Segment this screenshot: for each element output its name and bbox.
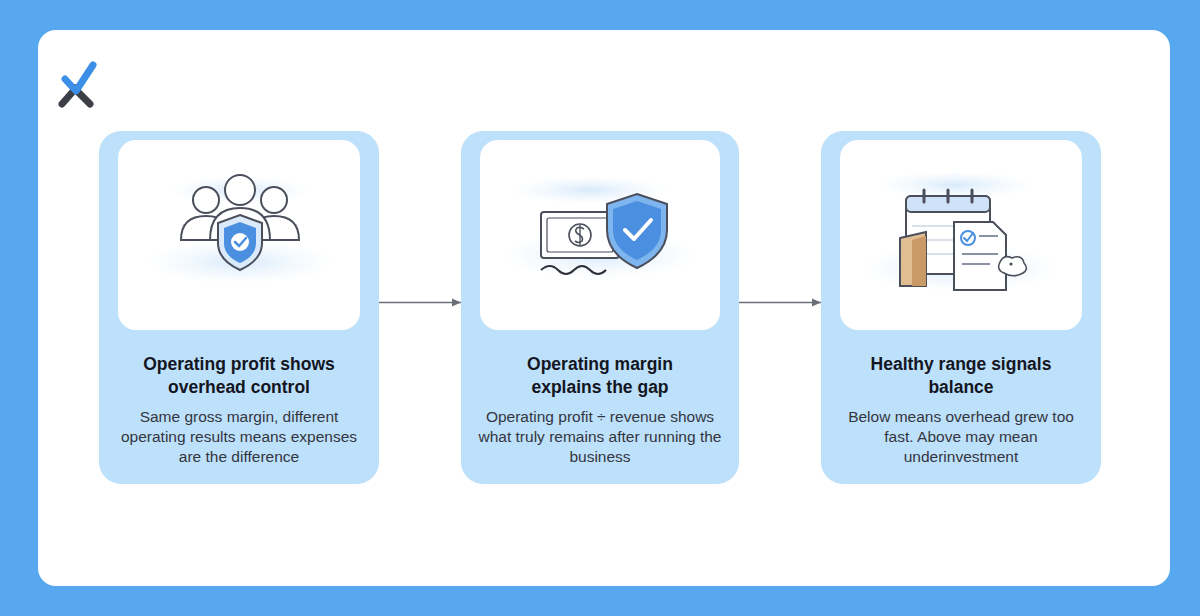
logo-stroke — [74, 88, 90, 104]
person-head — [225, 175, 255, 205]
soft-shadow — [875, 171, 1035, 199]
dollar-sign — [575, 227, 584, 242]
check-mark — [964, 233, 973, 241]
bill-border — [547, 218, 613, 252]
logo-check — [65, 65, 93, 91]
dollar-sign — [579, 225, 580, 245]
person-body — [249, 216, 299, 240]
person-body — [181, 216, 231, 240]
wavy-line — [541, 266, 606, 274]
step-card: Operating margin explains the gapOperati… — [461, 131, 739, 484]
image-panel — [480, 140, 720, 330]
doc-line — [962, 253, 998, 255]
soft-shadow — [500, 231, 700, 279]
bill — [541, 212, 619, 258]
calendar-grid — [912, 226, 984, 254]
card-body: Operating profit ÷ revenue shows what tr… — [475, 407, 725, 467]
coin-circle — [569, 224, 591, 246]
calendar-ring — [923, 190, 926, 202]
folder-door — [900, 232, 926, 286]
check-badge — [231, 233, 249, 251]
cloud-dot — [1009, 262, 1012, 265]
flow-arrow — [379, 302, 461, 304]
step-card: Healthy range signals balanceBelow means… — [821, 131, 1101, 484]
card-body: Same gross margin, different operating r… — [113, 407, 365, 467]
grid-line — [912, 226, 984, 227]
shield-inner — [613, 201, 661, 260]
shield — [607, 194, 667, 268]
calendar-ring — [947, 190, 950, 202]
person-head — [261, 187, 287, 213]
grid-line — [912, 254, 984, 255]
check-mark — [625, 220, 651, 239]
card-body: Below means overhead grew too fast. Abov… — [835, 407, 1087, 467]
doc-line — [962, 263, 990, 265]
connector-layer — [379, 302, 821, 303]
people-shield-icon — [145, 175, 335, 284]
document — [954, 222, 1006, 290]
calendar-ring — [971, 190, 974, 202]
soft-shadow — [510, 176, 670, 204]
soft-shadow — [170, 176, 310, 204]
cloud-stamp — [999, 257, 1027, 276]
person-body — [210, 208, 270, 240]
image-panel — [118, 140, 360, 330]
shield — [218, 215, 262, 270]
soft-shadow — [860, 244, 1060, 292]
folder-shade — [912, 236, 926, 286]
illustration-panels — [118, 140, 1082, 330]
doc-line — [979, 235, 998, 237]
person-head — [193, 187, 219, 213]
card-title: Healthy range signals balance — [835, 353, 1087, 399]
money-shield-icon — [500, 176, 700, 279]
logo-stroke — [62, 88, 76, 104]
shield-inner — [224, 222, 256, 263]
flow-arrow — [739, 302, 821, 304]
grid-line — [912, 240, 984, 241]
image-panel — [840, 140, 1082, 330]
check-badge — [961, 231, 975, 245]
calendar-document-icon — [860, 171, 1060, 292]
calendar-header — [906, 196, 990, 212]
logo — [62, 65, 93, 104]
calendar — [906, 196, 990, 274]
card-title: Operating profit shows overhead control — [113, 353, 365, 399]
step-card: Operating profit shows overhead controlS… — [99, 131, 379, 484]
check-mark — [235, 238, 246, 246]
soft-shadow — [145, 240, 335, 284]
card-title: Operating margin explains the gap — [475, 353, 725, 399]
